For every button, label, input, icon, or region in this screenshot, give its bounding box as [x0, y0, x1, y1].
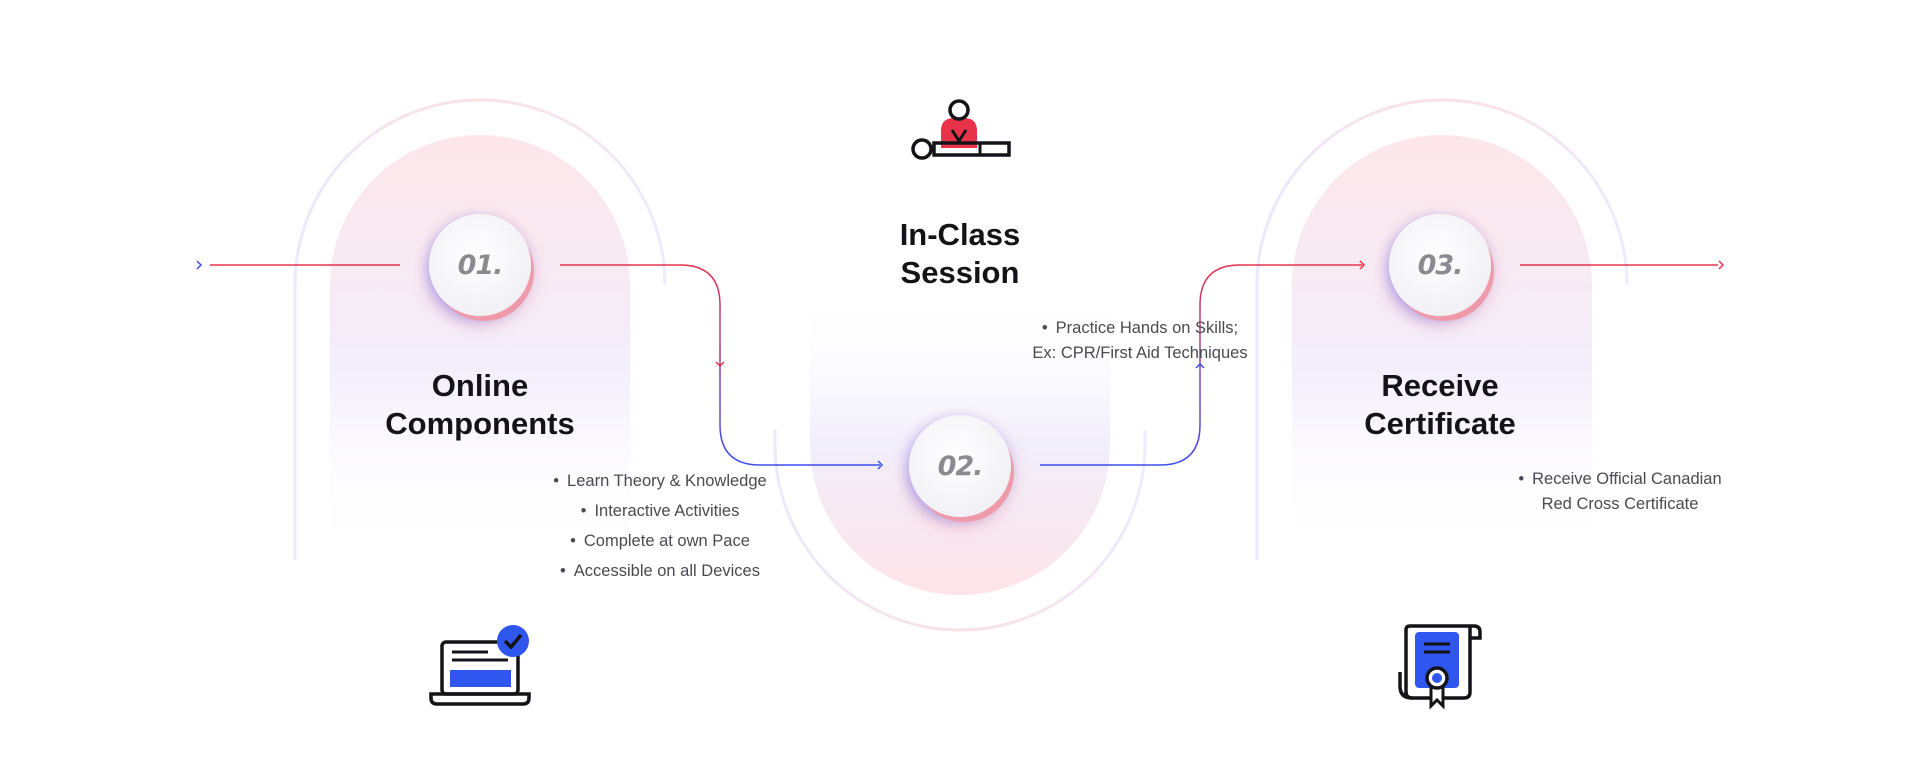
step-1-bullets: Learn Theory & Knowledge Interactive Act… [480, 466, 840, 586]
step-3-badge: 03. [1389, 214, 1491, 316]
step-2-badge: 02. [909, 415, 1011, 517]
step-2-number: 02. [937, 450, 984, 482]
step-1-number: 01. [457, 249, 504, 281]
step-1-bullet: Accessible on all Devices [480, 556, 840, 586]
step-1-bullet: Interactive Activities [480, 496, 840, 526]
laptop-check-icon [429, 625, 531, 706]
step-2-bullet: Practice Hands on Skills; [960, 316, 1320, 341]
step-3-bullets: Receive Official Canadian Red Cross Cert… [1440, 467, 1800, 517]
step-2-bullet-continued: Ex: CPR/First Aid Techniques [1032, 344, 1248, 362]
step-3-bullet-continued: Red Cross Certificate [1541, 495, 1699, 513]
step-2-bullets: Practice Hands on Skills; Ex: CPR/First … [960, 316, 1320, 366]
step-1-bullet: Complete at own Pace [480, 526, 840, 556]
step-2-title: In-Class Session [899, 217, 1021, 290]
step-3-title: Receive Certificate [1364, 368, 1516, 441]
step-1-title: Online Components [385, 368, 575, 441]
cpr-training-icon [911, 99, 1011, 160]
step-1-badge: 01. [429, 214, 531, 316]
step-3-bullet: Receive Official Canadian [1440, 467, 1800, 492]
certificate-scroll-icon [1398, 624, 1482, 710]
step-1-bullet: Learn Theory & Knowledge [480, 466, 840, 496]
step-3-number: 03. [1417, 249, 1464, 281]
